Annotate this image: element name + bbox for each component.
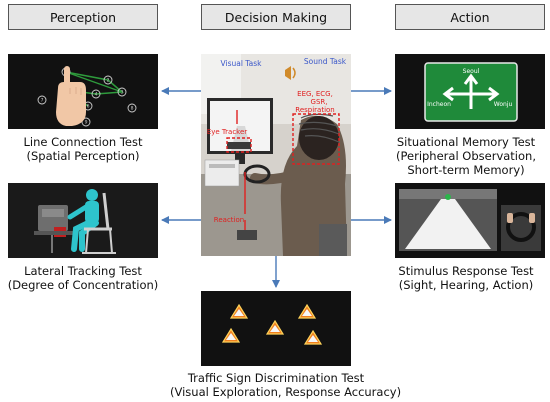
participant-figure [250,113,347,256]
traffic-sign-panel [201,291,351,366]
lateral-tracking-subtitle: (Degree of Concentration) [7,278,159,292]
warning-sign-icon [303,329,323,345]
traffic-sign-title: Traffic Sign Discrimination Test [187,371,365,385]
reaction-label: Reaction [214,216,244,224]
line-connection-subtitle: (Spatial Perception) [26,149,140,163]
dot-marker [91,89,101,99]
stimulus-light-icon [445,194,451,200]
dot-marker [81,117,91,127]
stimulus-response-subtitle: (Sight, Hearing, Action) [398,278,534,292]
equipment-box [204,159,240,187]
lateral-tracking-title: Lateral Tracking Test [24,264,142,278]
line-connection-panel: 1 2 3 4 5 6 7 8 9 [8,54,158,129]
header-decision-making: Decision Making [201,4,351,30]
lateral-tracking-illustration [8,183,158,258]
eye-tracker-label: Eye Tracker [207,128,247,136]
pointing-hand-icon [56,66,86,126]
biosignal-label-line-3: Respiration [295,106,334,114]
header-action: Action [395,4,545,30]
experiment-photo: EEG, ECG, GSR, Respiration Eye Tracker R… [201,54,351,256]
chair-icon [82,192,116,254]
situational-memory-subtitle-2: Short-term Memory) [407,163,525,177]
biosignal-highlight-box [292,113,340,165]
monitor-icon [207,98,273,164]
line-connection-title: Line Connection Test [23,135,143,149]
line-connection-illustration: 1 2 3 4 5 6 7 8 9 [37,66,137,127]
steering-wheel-icon [501,205,541,251]
situational-memory-panel: Seoul Incheon Wonju [395,54,545,129]
lateral-tracking-caption: Lateral Tracking Test (Degree of Concent… [0,264,166,292]
lateral-tracking-panel [8,183,158,258]
dot-label: 9 [85,120,88,126]
dot-marker [37,95,47,105]
warning-sign-icon [265,319,285,335]
sign-destination-left: Incheon [427,101,451,108]
traffic-sign-caption: Traffic Sign Discrimination Test (Visual… [170,371,402,399]
dot-marker [117,87,127,97]
chair-back [319,224,347,256]
warning-sign-icon [221,327,241,343]
biosignal-label-line-1: EEG, ECG, [297,90,333,98]
stimulus-response-title: Stimulus Response Test [398,264,534,278]
warning-sign-icon [297,303,317,319]
sign-destination-right: Wonju [494,101,513,108]
dot-label: 2 [107,78,110,84]
traffic-sign-illustration [201,291,351,366]
biosignal-label-line-2: GSR, [311,98,328,106]
experiment-scene: EEG, ECG, GSR, Respiration Eye Tracker R… [201,54,351,256]
visual-task-label: Visual Task [221,59,263,68]
traffic-sign-subtitle: (Visual Exploration, Response Accuracy) [170,385,402,399]
road-sign-icon [424,62,518,122]
dot-marker [103,75,113,85]
pedal-icon [237,230,257,240]
dot-label: 6 [87,104,90,110]
dot-label: 4 [95,92,98,98]
driver-figure-icon [67,189,99,252]
dot-label: 8 [131,106,134,112]
sound-task-label: Sound Task [304,57,347,66]
situational-memory-subtitle-1: (Peripheral Observation, [396,149,536,163]
header-perception: Perception [8,4,158,30]
situational-memory-illustration: Seoul Incheon Wonju [395,54,545,129]
line-connection-caption: Line Connection Test (Spatial Perception… [0,135,166,163]
eye-tracker-highlight-box [226,137,252,153]
eye-tracker-device [227,142,251,149]
road-view [399,189,497,251]
warning-sign-icon [229,303,249,319]
driving-simulator-icon [34,205,74,253]
connection-segment [65,71,123,93]
dot-label: 3 [121,90,124,96]
situational-memory-title: Situational Memory Test [396,135,536,149]
speaker-icon [285,66,296,80]
stimulus-response-caption: Stimulus Response Test (Sight, Hearing, … [383,264,549,292]
dot-label: 7 [41,98,44,104]
stimulus-response-panel [395,183,545,258]
dot-marker [127,103,137,113]
sign-destination-top: Seoul [463,68,480,75]
situational-memory-caption: Situational Memory Test (Peripheral Obse… [383,135,549,177]
stimulus-response-illustration [395,183,545,258]
